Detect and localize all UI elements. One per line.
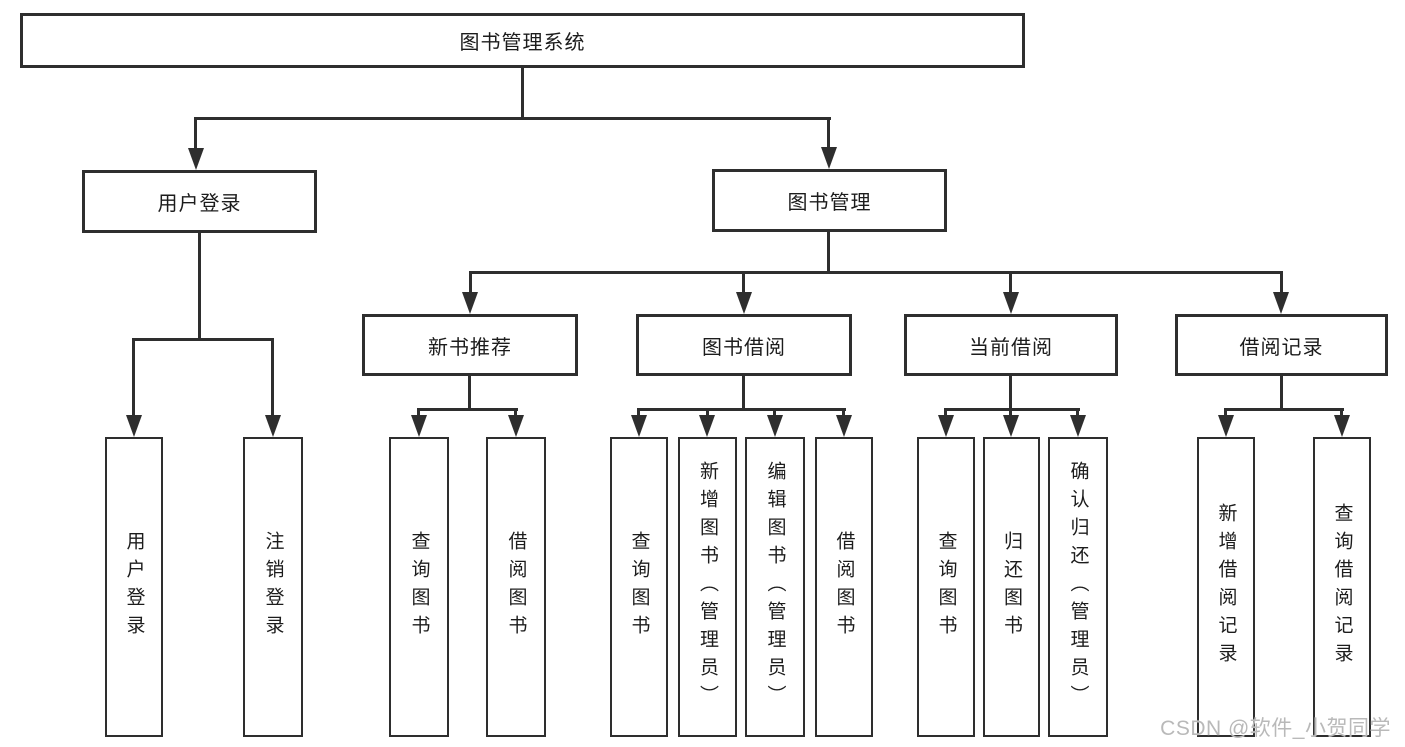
leaf-query-book-recommend: 查询图书 [389,437,449,737]
leaf-label: 借阅图书 [833,531,855,643]
arrow-down-icon [1218,415,1234,437]
arrow-down-icon [1003,415,1019,437]
leaf-query-borrow-record: 查询借阅记录 [1313,437,1371,737]
leaf-logout: 注销登录 [243,437,303,737]
node-label: 图书管理 [787,192,872,214]
connector-drop [1009,408,1012,420]
node-label: 借阅记录 [1239,336,1324,359]
connector-split [417,408,518,411]
connector-stem [742,376,745,411]
connector-user-login-split [132,338,274,341]
leaf-borrow-book: 借阅图书 [815,437,873,737]
connector-book-mgmt-split [469,271,1283,274]
leaf-add-borrow-record: 新增借阅记录 [1197,437,1255,737]
leaf-label: 归还图书 [1001,531,1022,643]
connector-drop [417,408,420,420]
arrow-down-icon [699,415,715,437]
connector-stem [1009,376,1012,411]
connector-book-mgmt-stem [827,232,830,274]
connector-drop [637,408,640,420]
node-book-borrow: 图书借阅 [636,314,852,376]
connector-root-split [194,117,831,120]
node-label: 用户登录 [157,193,242,215]
arrow-down-icon [821,147,837,169]
arrow-down-icon [188,148,204,170]
leaf-label: 新增图书（管理员） [697,461,718,713]
node-book-management: 图书管理 [712,169,947,232]
arrow-down-icon [411,415,427,437]
connector-split [637,408,846,411]
arrow-down-icon [1003,292,1019,314]
connector-drop [1076,408,1079,420]
leaf-query-book-borrow: 查询图书 [610,437,668,737]
arrow-down-icon [767,415,783,437]
connector-drop [469,271,472,295]
leaf-borrow-book-recommend: 借阅图书 [486,437,546,737]
node-label: 新书推荐 [428,336,512,359]
connector-drop [1280,271,1283,295]
connector-drop [773,408,776,420]
connector-split [944,408,1080,411]
arrow-down-icon [462,292,478,314]
arrow-down-icon [836,415,852,437]
leaf-label: 用户登录 [123,531,145,643]
node-label: 图书管理系统 [459,32,586,54]
connector-drop [842,408,845,420]
leaf-label: 确认归还（管理员） [1067,461,1089,713]
node-new-book-recommend: 新书推荐 [362,314,578,376]
leaf-label: 查询图书 [408,531,430,643]
leaf-add-book-admin: 新增图书（管理员） [678,437,737,737]
connector-root-stem [521,66,524,119]
arrow-down-icon [508,415,524,437]
connector-stem [1280,376,1283,411]
leaf-return-book: 归还图书 [983,437,1040,737]
leaf-query-book-current: 查询图书 [917,437,975,737]
leaf-label: 注销登录 [262,531,284,643]
connector-drop [1340,408,1343,420]
arrow-down-icon [1070,415,1086,437]
leaf-user-login: 用户登录 [105,437,163,737]
connector-stem [468,376,471,411]
arrow-down-icon [938,415,954,437]
connector-drop [742,271,745,295]
connector-to-book-mgmt [827,117,830,150]
connector-user-login-stem [198,233,201,341]
arrow-down-icon [126,415,142,437]
arrow-down-icon [1273,292,1289,314]
arrow-down-icon [631,415,647,437]
leaf-label: 新增借阅记录 [1215,503,1237,671]
connector-drop [132,338,135,418]
leaf-label: 借阅图书 [505,531,527,643]
leaf-label: 查询图书 [628,531,650,643]
node-borrow-record: 借阅记录 [1175,314,1388,376]
node-user-login: 用户登录 [82,170,317,233]
arrow-down-icon [736,292,752,314]
connector-drop [944,408,947,420]
connector-to-user-login [194,117,197,151]
node-current-borrow: 当前借阅 [904,314,1118,376]
leaf-label: 编辑图书（管理员） [764,461,786,713]
connector-drop [706,408,709,420]
node-label: 当前借阅 [969,336,1053,359]
leaf-confirm-return-admin: 确认归还（管理员） [1048,437,1108,737]
node-label: 图书借阅 [702,336,786,359]
arrow-down-icon [265,415,281,437]
leaf-edit-book-admin: 编辑图书（管理员） [745,437,805,737]
connector-split [1224,408,1344,411]
csdn-watermark: CSDN @软件_小贺同学 [1160,717,1391,740]
connector-drop [1224,408,1227,420]
connector-drop [271,338,274,418]
connector-drop [1009,271,1012,295]
leaf-label: 查询借阅记录 [1331,503,1353,671]
arrow-down-icon [1334,415,1350,437]
connector-drop [514,408,517,420]
node-root-system: 图书管理系统 [20,13,1025,68]
leaf-label: 查询图书 [935,531,957,643]
